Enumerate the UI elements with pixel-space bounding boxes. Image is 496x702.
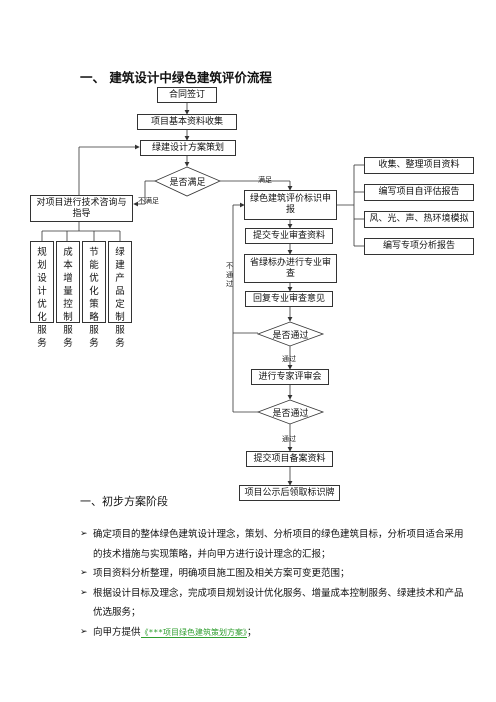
arrow-bullet-icon: ➢ bbox=[80, 568, 88, 578]
service-box-products: 绿建产品定制服务 bbox=[108, 241, 132, 349]
arrow-bullet-icon: ➢ bbox=[80, 587, 88, 598]
strategy-plan-link[interactable]: 《***项目绿色建筑策划方案》 bbox=[140, 627, 247, 638]
decision-label-2: 是否通过 bbox=[272, 331, 309, 341]
decision-label-1: 是否满足 bbox=[169, 178, 206, 188]
apply-box: 绿色建筑评价标识申报 bbox=[244, 190, 337, 220]
pass-label-1: 通过 bbox=[282, 355, 296, 363]
decision-diamond-1 bbox=[154, 166, 221, 197]
list-item: ➢项目资料分析整理，明确项目施工图及相关方案可变更范围； bbox=[80, 564, 470, 584]
submit-review-box: 提交专业审查资料 bbox=[245, 228, 333, 244]
expert-box: 进行专家评审会 bbox=[251, 369, 329, 385]
page-title: 一、 建筑设计中绿色建筑评价流程 bbox=[80, 70, 272, 85]
task-box-simulation: 风、光、声、热环境模拟 bbox=[364, 211, 474, 228]
reply-box: 回复专业审查意见 bbox=[245, 291, 333, 307]
plan-box: 绿建设计方案策划 bbox=[140, 140, 236, 156]
contract-box: 合同签订 bbox=[157, 87, 217, 103]
collect-box: 项目基本资料收集 bbox=[137, 114, 237, 130]
pass-label-2: 通过 bbox=[282, 435, 296, 443]
arrow-bullet-icon: ➢ bbox=[80, 626, 88, 637]
section-heading: 一、初步方案阶段 bbox=[80, 495, 168, 508]
list-item: ➢确定项目的整体绿色建筑设计理念，策划、分析项目的绿色建筑目标，分析项目适合采用… bbox=[80, 525, 470, 564]
consult-box: 对项目进行技术咨询与指导 bbox=[30, 195, 133, 222]
decision-label-3: 是否通过 bbox=[272, 409, 309, 419]
task-box-analysis: 编写专项分析报告 bbox=[364, 238, 474, 255]
list-item: ➢向甲方提供《***项目绿色建筑策划方案》； bbox=[80, 623, 470, 643]
province-review-box: 省绿标办进行专业审查 bbox=[244, 254, 337, 283]
decision-diamond-3 bbox=[256, 399, 325, 425]
record-box: 提交项目备案资料 bbox=[246, 451, 333, 467]
not-pass-label: 不通过 bbox=[226, 262, 233, 288]
service-box-energy: 节能优化策略服务 bbox=[82, 241, 106, 349]
task-box-collect: 收集、整理项目资料 bbox=[364, 157, 474, 174]
task-box-self-eval: 编写项目自评估报告 bbox=[364, 184, 474, 201]
list-item: ➢根据设计目标及理念，完成项目规划设计优化服务、增量成本控制服务、绿建技术和产品… bbox=[80, 584, 470, 623]
arrow-bullet-icon: ➢ bbox=[80, 529, 88, 539]
publicize-box: 项目公示后领取标识牌 bbox=[239, 485, 340, 501]
bullet-list: ➢确定项目的整体绿色建筑设计理念，策划、分析项目的绿色建筑目标，分析项目适合采用… bbox=[80, 525, 470, 642]
not-satisfied-label: 不满足 bbox=[138, 197, 159, 205]
satisfied-label: 满足 bbox=[258, 176, 272, 184]
service-box-planning: 规划设计优化服务 bbox=[30, 241, 54, 349]
decision-diamond-2 bbox=[256, 321, 325, 347]
service-box-cost: 成本增量控制服务 bbox=[56, 241, 80, 349]
